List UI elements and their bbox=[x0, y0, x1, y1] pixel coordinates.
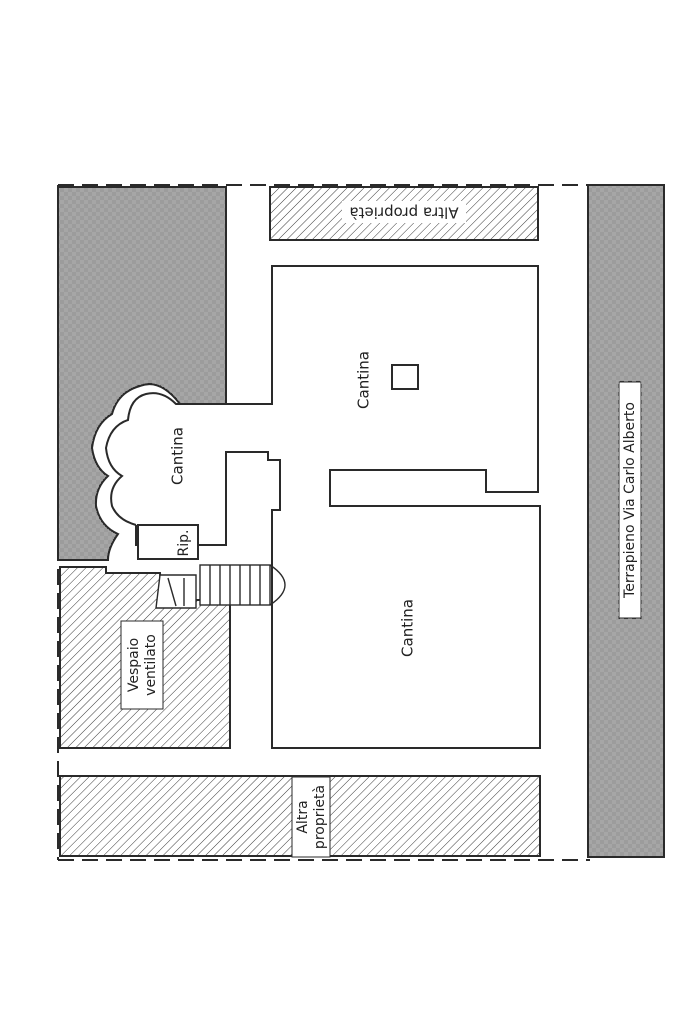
label-cantina-bay: Cantina bbox=[169, 427, 187, 485]
label-altra-top: Altra proprietà bbox=[342, 201, 466, 223]
label-rip: Rip. bbox=[176, 530, 192, 557]
label-cantina-lower: Cantina bbox=[399, 599, 417, 657]
label-altra-bottom: Altra proprietà bbox=[291, 776, 331, 858]
staircase bbox=[155, 564, 286, 609]
svg-text:Vespaio: Vespaio bbox=[126, 638, 142, 692]
building-walls bbox=[135, 265, 541, 749]
svg-text:Cantina: Cantina bbox=[169, 427, 187, 485]
label-vespaio: Vespaio ventilato bbox=[120, 620, 164, 710]
bay-wall bbox=[104, 392, 226, 526]
svg-text:Cantina: Cantina bbox=[399, 599, 417, 657]
svg-text:Terrapieno Via Carlo Alberto: Terrapieno Via Carlo Alberto bbox=[622, 402, 638, 599]
svg-text:ventilato: ventilato bbox=[143, 634, 159, 696]
label-cantina-main: Cantina bbox=[355, 351, 373, 409]
ripostiglio-room bbox=[137, 524, 199, 560]
left-earth-fill bbox=[57, 186, 227, 561]
svg-text:Cantina: Cantina bbox=[355, 351, 373, 409]
pillar bbox=[391, 364, 419, 390]
svg-text:Altra: Altra bbox=[295, 800, 311, 833]
svg-text:Rip.: Rip. bbox=[176, 530, 192, 557]
svg-text:Altra proprietà: Altra proprietà bbox=[349, 204, 458, 222]
label-terrapieno: Terrapieno Via Carlo Alberto bbox=[618, 381, 642, 619]
svg-text:proprietà: proprietà bbox=[312, 785, 328, 849]
